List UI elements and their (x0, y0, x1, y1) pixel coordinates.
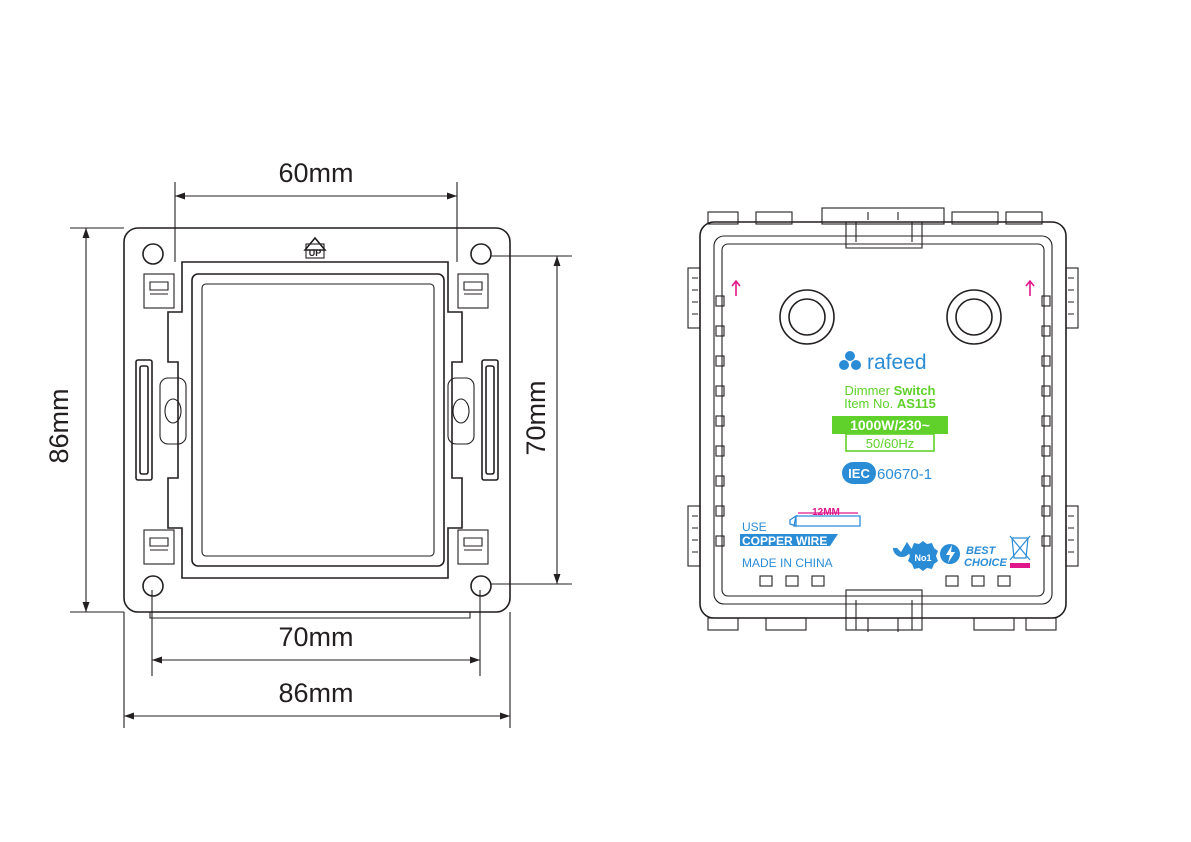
dimension-bottom-inner-label: 70mm (278, 622, 353, 652)
dimension-top-label: 60mm (278, 158, 353, 188)
origin-label: MADE IN CHINA (742, 556, 833, 570)
up-mark-label: UP (309, 248, 322, 258)
iec-number: 60670-1 (877, 466, 932, 483)
rating-box: 1000W/230~ 50/60Hz (832, 416, 948, 452)
plate-bottom-lip (149, 612, 471, 619)
rating-frequency: 50/60Hz (866, 436, 914, 451)
certification-badges: No1 BEST CHOICE (893, 535, 1031, 571)
central-frame (159, 261, 475, 579)
dimension-left-label: 86mm (44, 388, 74, 463)
strip-gauge: 12MM (789, 507, 861, 527)
lightning-badge-icon (940, 544, 960, 564)
best-choice-line-2: CHOICE (964, 557, 1007, 569)
inner-ribs (715, 295, 1051, 587)
weee-bin-icon (1009, 535, 1031, 568)
brand-name: rafeed (867, 351, 927, 374)
product-line-1: Dimmer Switch (844, 383, 935, 398)
terminal-screws (779, 289, 1002, 345)
no1-badge-label: No1 (914, 553, 931, 563)
up-arrow-icon: UP (303, 236, 327, 259)
dimension-bottom-outer: 86mm (123, 612, 511, 728)
dimension-right: 70mm (491, 255, 572, 585)
top-connectors (707, 207, 1043, 249)
dimension-bottom-outer-label: 86mm (278, 678, 353, 708)
wire-line-2: COPPER WIRE (742, 534, 827, 548)
strip-length-label: 12MM (812, 507, 840, 518)
orientation-arrow-icons (731, 279, 1035, 296)
front-plate-outline (123, 227, 511, 613)
mounting-holes (142, 243, 492, 597)
front-view: UP 60mm 86mm 70mm 70mm (44, 158, 572, 728)
no1-badge-icon: No1 (908, 541, 938, 571)
rating-power: 1000W/230~ (850, 417, 930, 433)
dimension-bottom-inner: 70mm (151, 590, 481, 676)
side-tabs (687, 267, 1079, 567)
iec-standard: IEC 60670-1 (842, 462, 932, 484)
brand-logo: rafeed (839, 351, 927, 374)
clip-tabs (143, 273, 489, 565)
rafeed-logo-icon (839, 351, 861, 370)
back-housing-outline (699, 221, 1067, 619)
iec-prefix: IEC (848, 466, 870, 481)
dimension-right-label: 70mm (521, 380, 551, 455)
product-line-2: Item No. AS115 (844, 396, 936, 411)
bottom-connectors (707, 589, 1057, 632)
best-choice-line-1: BEST (966, 545, 997, 557)
side-slots (135, 359, 499, 481)
copper-wire-notice: USE COPPER WIRE (740, 520, 838, 548)
back-view: rafeed Dimmer Switch Item No. AS115 1000… (687, 207, 1079, 632)
dimension-left: 86mm (44, 227, 124, 613)
wire-line-1: USE (742, 520, 767, 534)
dimension-top: 60mm (174, 158, 458, 262)
check-badge-icon (893, 542, 911, 557)
